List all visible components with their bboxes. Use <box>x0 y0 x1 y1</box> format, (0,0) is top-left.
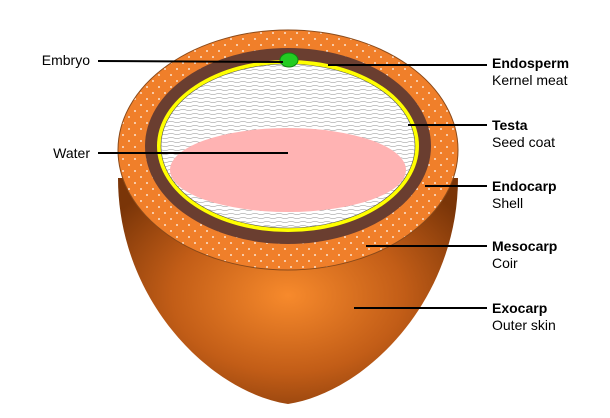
label-exocarp-subtitle: Outer skin <box>492 317 556 333</box>
label-mesocarp-subtitle: Coir <box>492 255 518 271</box>
leader-line-embryo <box>97 60 284 63</box>
label-endosperm-subtitle: Kernel meat <box>492 72 568 88</box>
label-exocarp-title: Exocarp <box>492 300 548 316</box>
label-endocarp-title: Endocarp <box>492 178 557 194</box>
label-endosperm-title: Endosperm <box>492 55 570 71</box>
label-endocarp-subtitle: Shell <box>492 195 524 211</box>
label-water: Water <box>53 145 90 161</box>
label-testa-title: Testa <box>492 117 528 133</box>
label-endosperm: Endosperm Kernel meat <box>492 55 569 89</box>
embryo-shape <box>279 52 299 68</box>
label-endocarp: Endocarp Shell <box>492 178 557 212</box>
label-exocarp: Exocarp Outer skin <box>492 300 556 334</box>
label-testa: Testa Seed coat <box>492 117 555 151</box>
label-mesocarp: Mesocarp Coir <box>492 238 557 272</box>
label-embryo: Embryo <box>41 52 90 68</box>
label-testa-subtitle: Seed coat <box>492 134 556 150</box>
water-shape <box>170 128 406 212</box>
label-mesocarp-title: Mesocarp <box>492 238 558 254</box>
